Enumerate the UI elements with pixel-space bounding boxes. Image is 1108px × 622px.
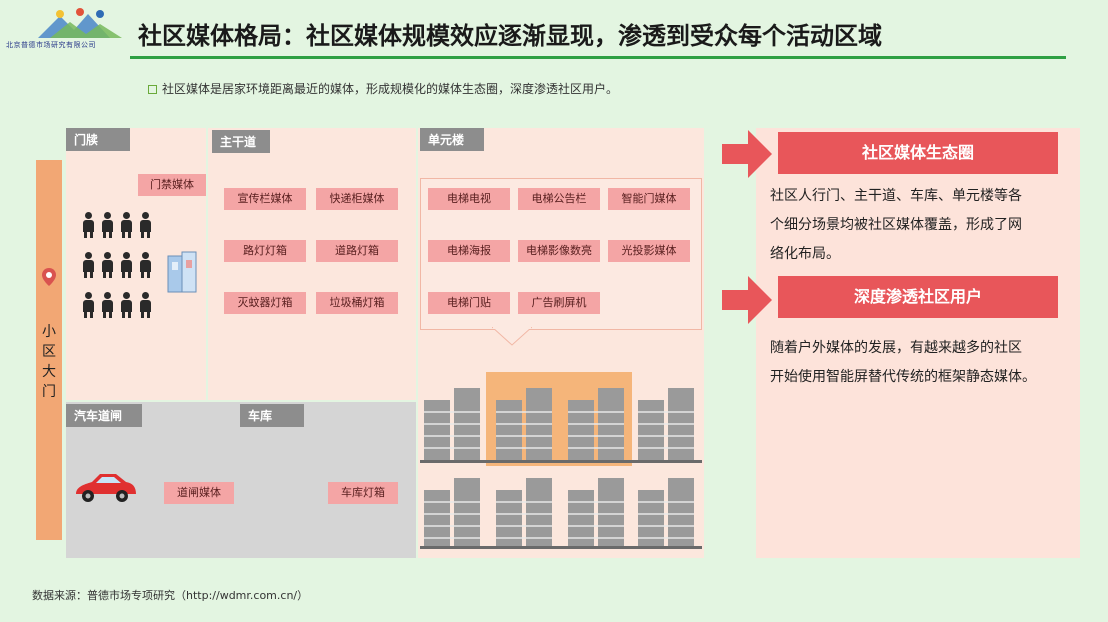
zone-zhugandao-panel (208, 128, 416, 400)
media-tag: 光投影媒体 (608, 240, 690, 262)
media-tag: 智能门媒体 (608, 188, 690, 210)
summary-panel (756, 128, 1080, 558)
description-line: 个细分场景均被社区媒体覆盖，形成了网 (770, 217, 1022, 233)
zone-mendu-header: 门牍 (66, 128, 130, 151)
page-title: 社区媒体格局：社区媒体规模效应逐渐显现，渗透到受众每个活动区域 (138, 22, 882, 50)
description-line: 络化布局。 (770, 246, 840, 262)
subtitle-text: 社区媒体是居家环境距离最近的媒体，形成规模化的媒体生态圈，深度渗透社区用户。 (162, 82, 619, 96)
company-logo (30, 8, 130, 56)
crowd-icon (82, 212, 164, 324)
media-tag: 电梯电视 (428, 188, 510, 210)
arrow-right-icon (722, 276, 772, 328)
description-line: 社区人行门、主干道、车库、单元楼等各 (770, 188, 1022, 204)
ecosystem-banner: 社区媒体生态圈 (778, 132, 1058, 174)
callout-pointer (490, 326, 534, 351)
gate-label-text: 小区大门 (42, 324, 56, 400)
gate-label: 小区大门 (36, 322, 62, 402)
zone-qichedaozha-header: 汽车道闸 (66, 404, 142, 427)
media-tag: 灭蚊器灯箱 (224, 292, 306, 314)
access-gate-icon (164, 250, 200, 300)
media-tag: 门禁媒体 (138, 174, 206, 196)
location-pin-icon (42, 268, 56, 290)
media-tag: 广告刷屏机 (518, 292, 600, 314)
media-tag: 快递柜媒体 (316, 188, 398, 210)
title-underline (130, 56, 1066, 59)
media-tag: 车库灯箱 (328, 482, 398, 504)
zone-parking-panel (66, 402, 416, 558)
ecosystem-description: 社区人行门、主干道、车库、单元楼等各 个细分场景均被社区媒体覆盖，形成了网 络化… (770, 182, 1070, 269)
description-line: 随着户外媒体的发展，有越来越多的社区 (770, 340, 1022, 356)
media-tag: 电梯影像数亮 (518, 240, 600, 262)
arrow-right-icon (722, 130, 772, 182)
gate-bar (36, 160, 62, 540)
car-icon (72, 470, 138, 510)
zone-cheku-header: 车库 (240, 404, 304, 427)
media-tag: 电梯公告栏 (518, 188, 600, 210)
media-tag: 垃圾桶灯箱 (316, 292, 398, 314)
media-tag: 宣传栏媒体 (224, 188, 306, 210)
zone-danyuanlou-header: 单元楼 (420, 128, 484, 151)
zone-zhugandao-header: 主干道 (212, 130, 270, 153)
page-subtitle: 社区媒体是居家环境距离最近的媒体，形成规模化的媒体生态圈，深度渗透社区用户。 (148, 80, 618, 97)
media-tag: 电梯门贴 (428, 292, 510, 314)
media-tag: 路灯灯箱 (224, 240, 306, 262)
media-tag: 道闸媒体 (164, 482, 234, 504)
media-tag: 道路灯箱 (316, 240, 398, 262)
residential-buildings (420, 360, 702, 556)
data-source: 数据来源：普德市场专项研究（http://wdmr.com.cn/） (32, 589, 309, 602)
media-tag: 电梯海报 (428, 240, 510, 262)
logo-text: 北京普德市场研究有限公司 (6, 41, 96, 49)
bullet-icon (148, 85, 157, 94)
penetration-description: 随着户外媒体的发展，有越来越多的社区 开始使用智能屏替代传统的框架静态媒体。 (770, 334, 1070, 392)
penetration-banner: 深度渗透社区用户 (778, 276, 1058, 318)
description-line: 开始使用智能屏替代传统的框架静态媒体。 (770, 369, 1036, 385)
